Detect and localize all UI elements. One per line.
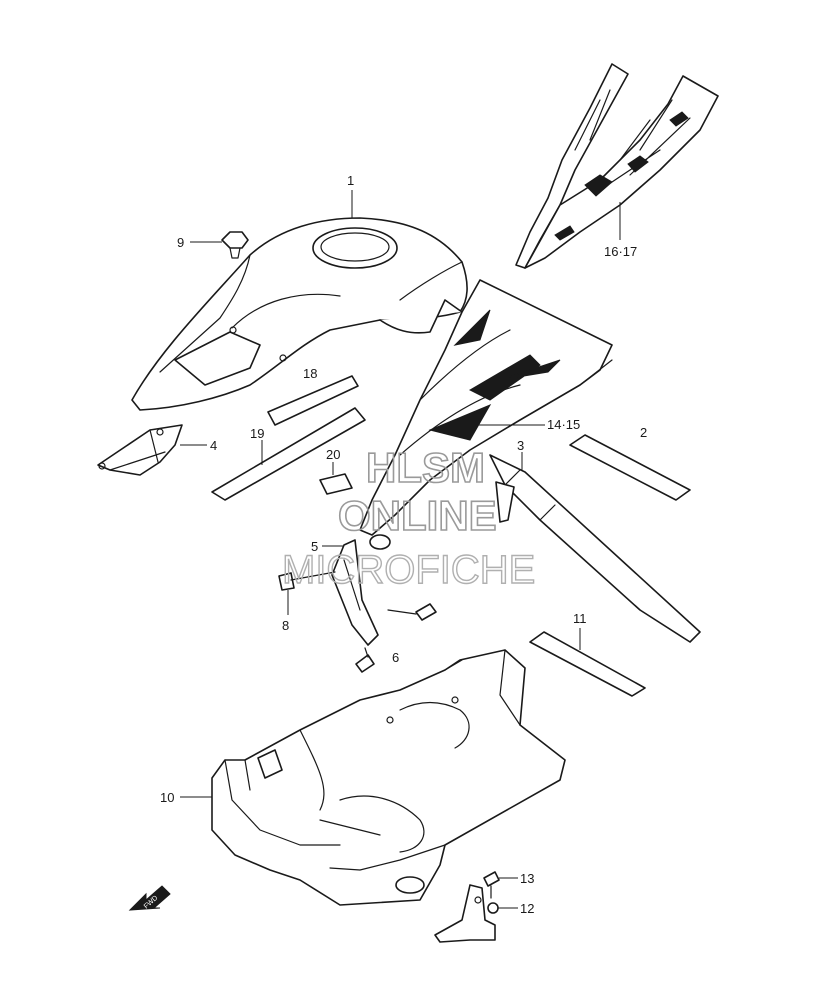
link-bracket-5 xyxy=(331,539,379,646)
screw-6b xyxy=(355,647,375,673)
callout-16-17: 16·17 xyxy=(604,244,637,259)
callout-2: 2 xyxy=(640,425,647,440)
pad-20 xyxy=(319,473,353,495)
side-cover-14-15 xyxy=(359,279,613,550)
strip-2 xyxy=(569,434,691,501)
watermark-line-3: MICROFICHE xyxy=(282,548,535,592)
fuel-tank-cover-1 xyxy=(131,217,468,411)
lower-tray-10 xyxy=(211,649,566,906)
callout-9: 9 xyxy=(177,235,184,250)
bracket-4 xyxy=(97,424,183,476)
callout-6: 6 xyxy=(392,650,399,665)
rear-decal-16-17 xyxy=(515,63,719,269)
screw-6a xyxy=(387,603,437,621)
callout-10: 10 xyxy=(160,790,174,805)
callout-1: 1 xyxy=(347,173,354,188)
callout-8: 8 xyxy=(282,618,289,633)
watermark-line-2: ONLINE xyxy=(338,492,497,539)
callout-20: 20 xyxy=(326,447,340,462)
callout-11: 11 xyxy=(573,611,587,626)
callout-4: 4 xyxy=(210,438,217,453)
strip-18 xyxy=(267,375,359,426)
strip-19 xyxy=(211,407,366,501)
callout-13: 13 xyxy=(520,871,534,886)
forward-arrow-icon: FWD xyxy=(128,885,171,911)
watermark: HLSM ONLINE MICROFICHE xyxy=(281,443,536,593)
callout-14-15: 14·15 xyxy=(547,417,580,432)
bracket-12 xyxy=(434,884,499,943)
strip-11 xyxy=(529,631,646,697)
callout-5: 5 xyxy=(311,539,318,554)
callout-19: 19 xyxy=(250,426,264,441)
rail-3 xyxy=(489,454,701,643)
nut-8 xyxy=(278,571,336,591)
clip-9 xyxy=(221,231,249,259)
screw-13 xyxy=(483,871,500,899)
callout-12: 12 xyxy=(520,901,534,916)
callout-3: 3 xyxy=(517,438,524,453)
callout-18: 18 xyxy=(303,366,317,381)
watermark-line-1: HLSM xyxy=(366,444,485,491)
